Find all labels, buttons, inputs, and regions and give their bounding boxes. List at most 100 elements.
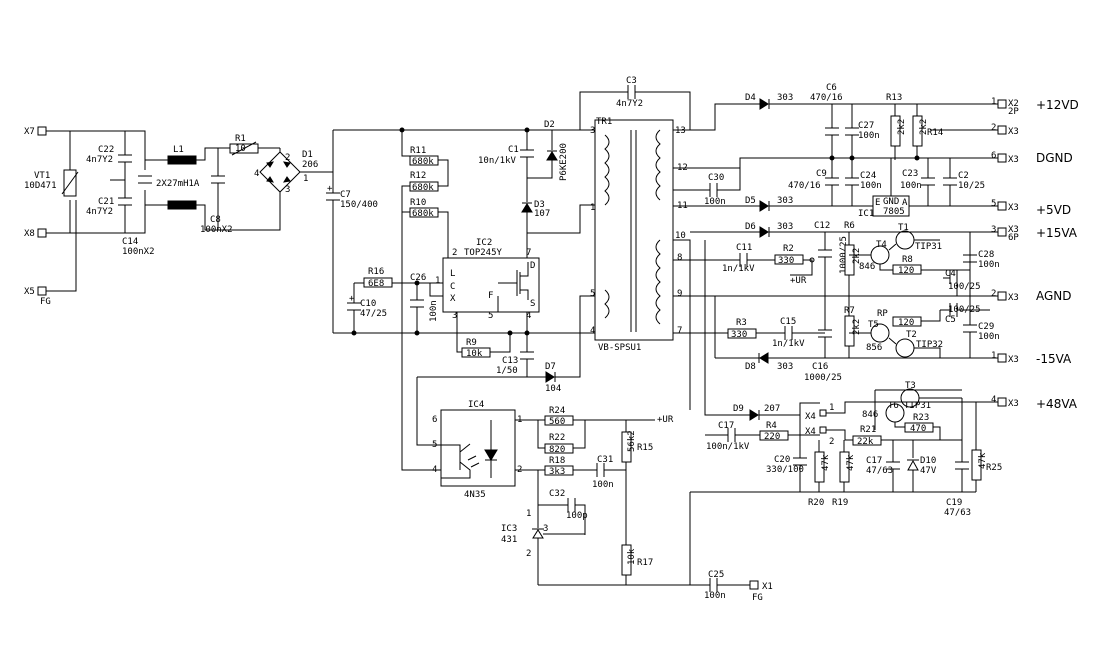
c3-label: C3: [626, 76, 637, 86]
x3d-pin: 3: [991, 225, 996, 235]
c25-label: C25: [708, 570, 724, 580]
t5-label: T5: [868, 320, 879, 330]
d1-value: 206: [302, 160, 318, 170]
d10-label: D10: [920, 456, 936, 466]
tr1-name: VB-SPSU1: [598, 343, 641, 353]
l1-label: L1: [173, 145, 184, 155]
x3f-pin: 1: [991, 351, 996, 361]
r7-value: 2k2: [852, 319, 862, 335]
t2-value: TIP32: [916, 340, 943, 350]
r17-value: 10k: [627, 548, 637, 565]
ur-label-2: +UR: [657, 415, 674, 425]
r18-label: R18: [549, 456, 565, 466]
primary-side: + C7 150/400 R11 680k R12 680k R10 680k …: [326, 120, 595, 471]
x3-terminal-2b: [997, 291, 1007, 301]
c28-value: 100n: [978, 260, 1000, 270]
c21-label: C21: [98, 197, 114, 207]
r10-value: 680k: [412, 209, 434, 219]
r19-label: R19: [832, 498, 848, 508]
d5-label: D5: [745, 196, 756, 206]
c30-value: 100n: [704, 197, 726, 207]
c10-value: 47/25: [360, 309, 387, 319]
r8-label: R8: [902, 255, 913, 265]
ic4-pin-6: 6: [432, 415, 437, 425]
r14-value: 2k2: [919, 119, 929, 135]
r6-label: R6: [844, 221, 855, 231]
fg-right-label: FG: [752, 593, 763, 603]
x1-label: X1: [762, 582, 773, 592]
c29-label: C29: [978, 322, 994, 332]
x3-terminal-1: [997, 353, 1007, 363]
t4-value: 846: [859, 262, 875, 272]
d10-value: 47V: [920, 466, 937, 476]
r21-value: 22k: [857, 437, 874, 447]
ic3-pin-1: 1: [526, 509, 531, 519]
r9-resistor: [461, 347, 491, 358]
ic2-pin-c: C: [450, 282, 455, 292]
d4-label: D4: [745, 93, 756, 103]
c31-value: 100n: [592, 480, 614, 490]
c8-value: 100nX2: [200, 225, 233, 235]
c26-label: C26: [410, 273, 426, 283]
t4-label: T4: [876, 240, 887, 250]
c2-value: 10/25: [958, 181, 985, 191]
c12-value: 1000/25: [839, 236, 849, 274]
ic2-pin-l: L: [450, 269, 455, 279]
r3-value: 330: [731, 330, 747, 340]
x3a-pin: 2: [991, 123, 996, 133]
d3-value: 107: [534, 209, 550, 219]
c17b-label: C17: [866, 456, 882, 466]
ic4-label: IC4: [468, 400, 484, 410]
d9-value: 207: [764, 404, 780, 414]
x3f-label: X3: [1008, 355, 1019, 365]
ic2-pin-f: F: [488, 291, 493, 301]
c32-label: C32: [549, 489, 565, 499]
ur-label-1: +UR: [790, 276, 807, 286]
c7-plus: +: [327, 184, 333, 194]
r9-label: R9: [466, 338, 477, 348]
r6-value: 2k2: [852, 248, 862, 264]
r2-value: 330: [778, 256, 794, 266]
r12-label: R12: [410, 171, 426, 181]
r2-label: R2: [783, 244, 794, 254]
ic2-pin-5: 5: [488, 311, 493, 321]
x5-label: X5: [24, 287, 35, 297]
d1-label: D1: [302, 150, 313, 160]
r15-label: R15: [637, 443, 653, 453]
t6-label: T6: [888, 401, 899, 411]
x3-terminal-5: [997, 201, 1007, 211]
tr1-pin-5: 5: [590, 289, 595, 299]
c20-label: C20: [774, 455, 790, 465]
r19-value: 47k: [846, 454, 856, 471]
d2-value: P6KE200: [559, 143, 569, 181]
tr1-pin-8: 8: [677, 253, 682, 263]
r24-value: 560: [549, 417, 565, 427]
r22-label: R22: [549, 433, 565, 443]
c5-label: C5: [945, 315, 956, 325]
c9-value: 470/16: [788, 181, 821, 191]
ic1-pin-a: A: [902, 198, 908, 208]
d4-value: 303: [777, 93, 793, 103]
d6-label: D6: [745, 222, 756, 232]
c15-value: 1n/1kV: [772, 339, 805, 349]
c28-label: C28: [978, 250, 994, 260]
r21-label: R21: [860, 425, 876, 435]
x7-terminal: [37, 126, 47, 136]
c29-value: 100n: [978, 332, 1000, 342]
bridge-pin2: 2: [285, 153, 290, 163]
c10-label: C10: [360, 299, 376, 309]
x3e-pin: 2: [991, 289, 996, 299]
x3c-label: X3: [1008, 203, 1019, 213]
ic3-value: 431: [501, 535, 517, 545]
l1-choke-top: [167, 155, 197, 165]
x3-terminal-3: [997, 227, 1007, 237]
r13-label: R13: [886, 93, 902, 103]
r16-value: 6E8: [368, 279, 384, 289]
x8-terminal: [37, 228, 47, 238]
c22-value: 4n7Y2: [86, 155, 113, 165]
ic2-label: IC2: [476, 238, 492, 248]
x4-pin1: 1: [829, 403, 834, 413]
tr1-pin-1: 1: [590, 203, 595, 213]
r20-label: R20: [808, 498, 824, 508]
